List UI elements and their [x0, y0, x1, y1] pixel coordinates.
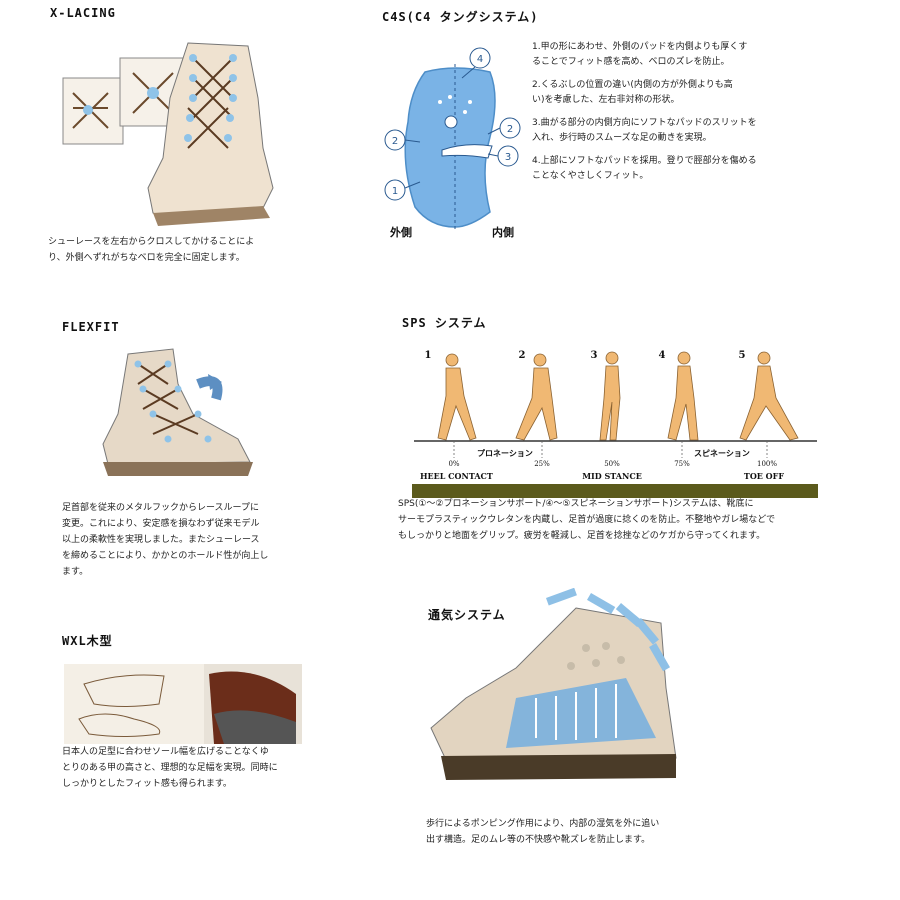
svg-text:50%: 50%	[604, 460, 620, 468]
flexfit-title: FLEXFIT	[62, 320, 120, 334]
svg-text:2: 2	[519, 350, 526, 361]
svg-text:2: 2	[392, 136, 398, 147]
sps-description: SPS(①～②プロネーションサポート/④～⑤スピネーションサポート)システムは、…	[398, 499, 776, 541]
c4s-inner-label: 内側	[492, 226, 514, 239]
c4s-point-3: 3.曲がる部分の内側方向にソフトなパッドのスリットを 入れ、歩行時のスムーズな足…	[532, 118, 757, 143]
svg-text:プロネーション: プロネーション	[477, 448, 533, 458]
sps-title: SPS システム	[402, 316, 487, 330]
sps-walker-2	[515, 353, 558, 441]
svg-text:3: 3	[505, 152, 511, 163]
wxl-last-illustration	[64, 664, 302, 744]
sps-walker-5	[739, 351, 799, 441]
xlacing-title: X-LACING	[50, 6, 116, 20]
svg-text:25%: 25%	[534, 460, 550, 468]
svg-text:75%: 75%	[674, 460, 690, 468]
xlacing-description: シューレースを左右からクロスしてかけることによ り、外側へずれがちなベロを完全に…	[48, 237, 255, 263]
sps-walker-1	[437, 353, 477, 441]
sps-color-band	[412, 484, 818, 498]
ventilation-description: 歩行によるポンピング作用により、内部の湿気を外に追い 出す構造。足のムレ等の不快…	[426, 819, 660, 845]
svg-text:2: 2	[507, 124, 513, 135]
sps-walker-4	[667, 351, 699, 441]
svg-text:TOE OFF: TOE OFF	[744, 471, 784, 481]
c4s-marker-1	[384, 179, 406, 201]
svg-text:4: 4	[659, 350, 666, 361]
svg-text:0%: 0%	[448, 460, 459, 468]
wxl-title: WXL木型	[62, 634, 113, 648]
wxl-description: 日本人の足型に合わせソール幅を広げることなくゆ とりのある甲の高さと、理想的な足…	[62, 747, 278, 789]
sps-walker-3	[599, 351, 621, 441]
flexfit-boot-illustration	[102, 348, 253, 476]
c4s-title: C4S(C4 タングシステム)	[382, 10, 539, 24]
svg-text:HEEL CONTACT: HEEL CONTACT	[420, 471, 493, 481]
svg-text:MID STANCE: MID STANCE	[582, 471, 642, 481]
svg-text:1: 1	[425, 350, 432, 361]
ventilation-title: 通気システム	[428, 608, 506, 622]
ventilation-boot-illustration	[430, 588, 677, 780]
svg-text:100%: 100%	[757, 460, 777, 468]
svg-text:3: 3	[591, 350, 598, 361]
svg-text:スピネーション: スピネーション	[694, 448, 750, 458]
c4s-tongue-diagram: 1 2 2 3 4	[384, 47, 521, 232]
svg-text:4: 4	[477, 54, 483, 65]
c4s-point-2: 2.くるぶしの位置の違い(内側の方が外側よりも高 い)を考慮した、左右非対称の形…	[532, 80, 733, 105]
xlacing-boot-illustration	[62, 42, 274, 226]
c4s-points-list: 1.甲の形にあわせ、外側のパッドを内側よりも厚くす ることでフィット感を高め、ベ…	[532, 40, 782, 184]
c4s-marker-4	[469, 47, 491, 69]
svg-text:1: 1	[392, 186, 398, 197]
c4s-point-4: 4.上部にソフトなパッドを採用。登りで脛部分を傷める ことなくやさしくフィット。	[532, 156, 757, 181]
sps-gait-diagram: 1 2 3 4 5 プロネーション スピネーション 0% 25% 50% 75%…	[412, 350, 818, 498]
c4s-outer-label: 外側	[390, 226, 412, 239]
flexfit-description: 足首部を従来のメタルフックからレースループに 変更。これにより、安定感を損なわず…	[62, 503, 269, 577]
svg-text:5: 5	[739, 350, 746, 361]
c4s-point-1: 1.甲の形にあわせ、外側のパッドを内側よりも厚くす ることでフィット感を高め、ベ…	[532, 42, 748, 67]
